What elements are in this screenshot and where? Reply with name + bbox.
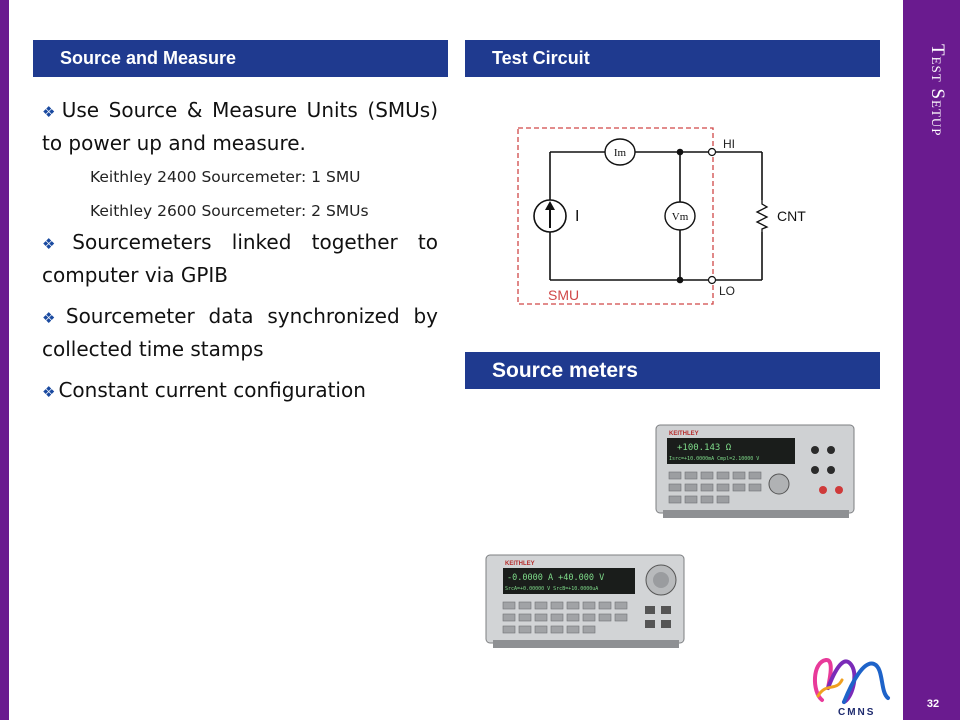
test-circuit-header-label: Test Circuit	[492, 48, 590, 68]
bullet-smu: ❖Use Source & Measure Units (SMUs) to po…	[42, 95, 438, 159]
diamond-bullet-icon: ❖	[42, 235, 70, 253]
circuit-wires	[549, 151, 763, 281]
left-accent-bar	[0, 0, 9, 720]
cnt-resistor	[755, 200, 769, 232]
bullet-constant-current: ❖Constant current configuration	[42, 375, 438, 408]
source-label: I	[575, 208, 579, 225]
bullet-timestamps-text: Sourcemeter data synchronized by collect…	[42, 304, 438, 361]
sub-keithley-2600: Keithley 2600 Sourcemeter: 2 SMUs	[90, 202, 369, 220]
ammeter-label: Im	[614, 147, 627, 159]
voltmeter-symbol	[664, 201, 696, 231]
test-circuit-diagram: Im Vm I HI LO CNT SMU	[517, 127, 806, 305]
bullet-smu-text: Use Source & Measure Units (SMUs) to pow…	[42, 98, 439, 155]
keithley-2400-sourcemeter: KEITHLEY +100.143 Ω Isrc=+10.0000mA Cmpl…	[655, 424, 855, 518]
ammeter-symbol	[604, 138, 636, 166]
meter-2400-display-main: +100.143 Ω	[677, 443, 732, 453]
diamond-bullet-icon: ❖	[42, 103, 59, 121]
lo-label: LO	[719, 284, 735, 298]
bullet-constant-current-text: Constant current configuration	[58, 378, 366, 402]
source-meters-header-label: Source meters	[492, 358, 638, 382]
page-number: 32	[926, 698, 940, 710]
lo-terminal	[707, 275, 717, 285]
smu-label: SMU	[548, 287, 579, 303]
junction-dot	[676, 276, 684, 284]
hi-label: HI	[723, 137, 735, 151]
junction-dot	[676, 148, 684, 156]
meter-2400-brand: KEITHLEY	[669, 431, 699, 437]
bullet-gpib-text: Sourcemeters linked together to computer…	[42, 230, 439, 287]
diamond-bullet-icon: ❖	[42, 309, 63, 327]
meter-2600-brand: KEITHLEY	[505, 561, 535, 567]
cmns-logo-text: CMNS	[838, 707, 875, 718]
right-title-bar	[903, 0, 960, 720]
bullet-timestamps: ❖Sourcemeter data synchronized by collec…	[42, 301, 438, 365]
meter-2400-display-sub: Isrc=+10.0000mA Cmpl=2.10000 V	[669, 456, 759, 462]
slide-title: Test Setup	[927, 44, 948, 137]
source-meters-header: Source meters	[465, 352, 880, 389]
sub-keithley-2400: Keithley 2400 Sourcemeter: 1 SMU	[90, 168, 361, 186]
cmns-logo: CMNS	[813, 658, 890, 718]
voltmeter-label: Vm	[672, 211, 689, 223]
cnt-label: CNT	[777, 208, 806, 224]
source-measure-content: ❖Use Source & Measure Units (SMUs) to po…	[42, 95, 438, 408]
test-circuit-header: Test Circuit	[465, 40, 880, 77]
keithley-2600-sourcemeter: KEITHLEY -0.0000 A +40.000 V SrcA=+0.000…	[485, 554, 685, 648]
source-measure-header: Source and Measure	[33, 40, 448, 77]
diamond-bullet-icon: ❖	[42, 383, 56, 401]
smu-boundary	[517, 127, 714, 305]
source-measure-header-label: Source and Measure	[60, 48, 237, 68]
meter-2600-display-main: -0.0000 A +40.000 V	[507, 573, 604, 583]
meter-2600-display-sub: SrcA=+0.00000 V SrcB=+10.0000uA	[505, 586, 598, 592]
bullet-gpib: ❖Sourcemeters linked together to compute…	[42, 227, 438, 291]
current-source-arrowhead	[545, 201, 555, 210]
hi-terminal	[707, 147, 717, 157]
